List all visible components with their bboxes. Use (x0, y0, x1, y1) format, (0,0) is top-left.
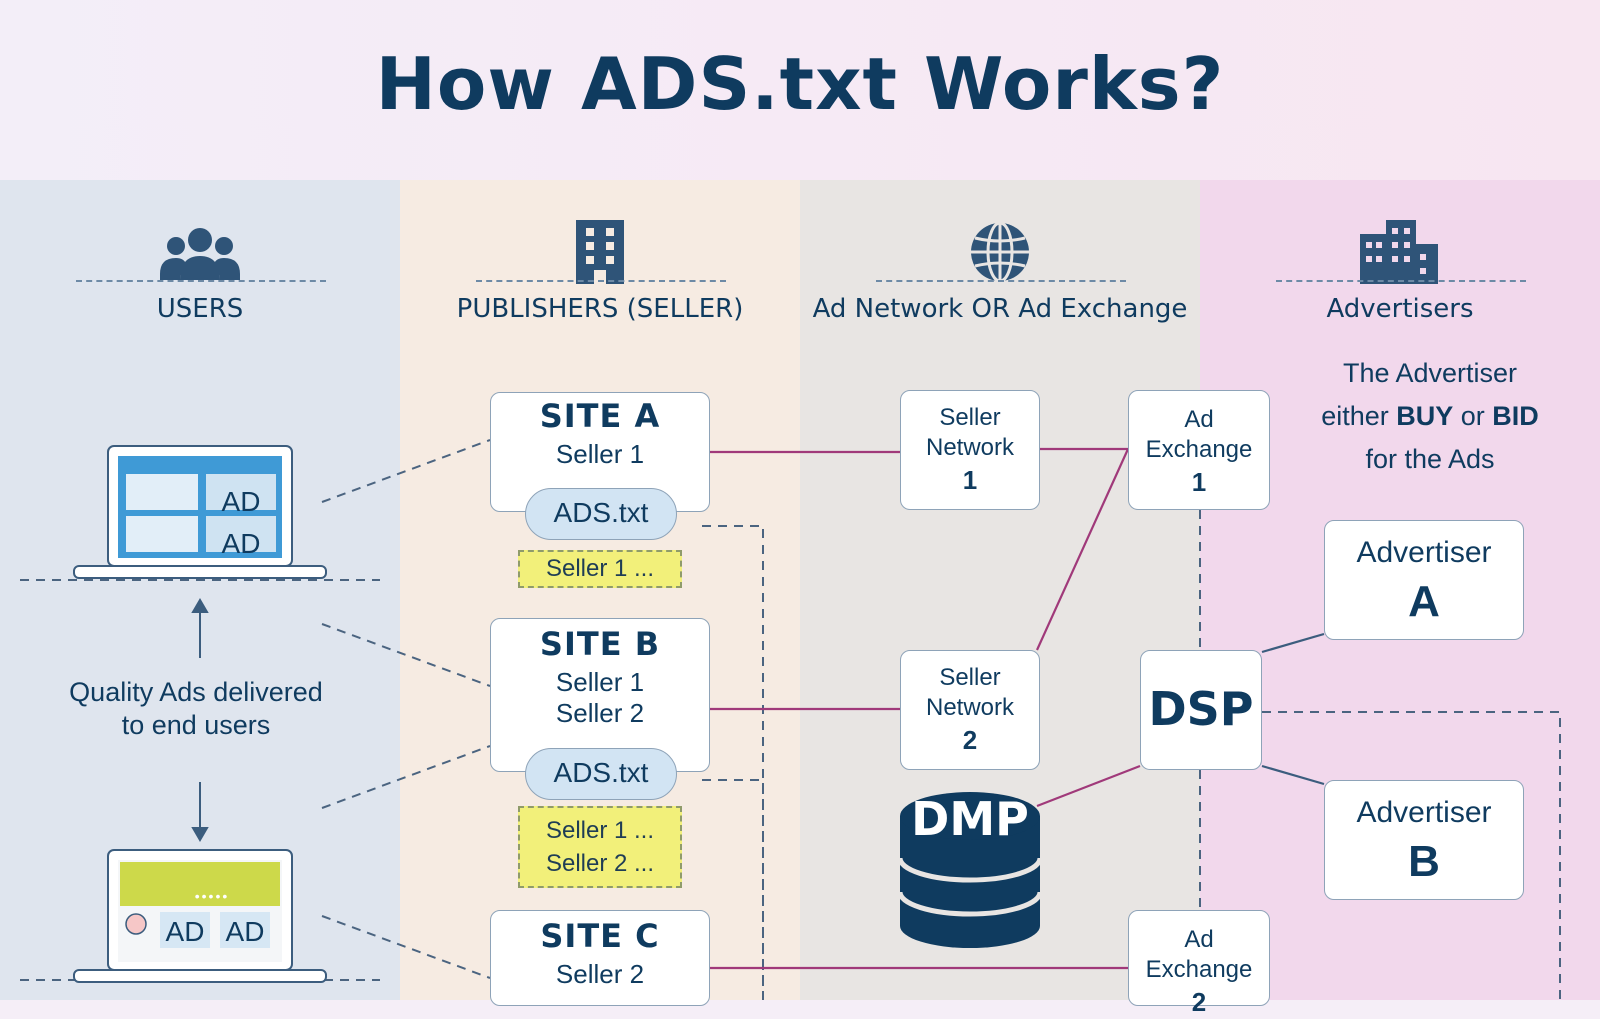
advertiser-description-line3: for the Ads (1365, 444, 1495, 474)
site-b-ads-txt: ADS.txt (525, 748, 677, 800)
quality-ads-text: Quality Ads delivered to end users (0, 676, 392, 742)
advertiser-a-name: Advertiser (1356, 536, 1492, 569)
network-column-label: Ad Network OR Ad Exchange (812, 294, 1188, 324)
ad-exchange-2-line1: Ad (1184, 926, 1214, 953)
network-header-rule (876, 280, 1126, 282)
site-c-title: SITE C (540, 917, 660, 955)
ad-exchange-2-num: 2 (1191, 987, 1207, 1017)
ad-exchange-1-box: Ad Exchange 1 (1128, 390, 1270, 510)
advertiser-description-line1: The Advertiser (1342, 358, 1518, 388)
site-b-note-line-1: Seller 1 ... (545, 817, 655, 844)
ad-exchange-1-num: 1 (1191, 467, 1207, 497)
ad-exchange-1-line1: Ad (1184, 406, 1214, 433)
seller-network-2-num: 2 (962, 725, 978, 755)
site-a-title: SITE A (539, 397, 661, 435)
line-dsp-to-advertiser-b (1261, 764, 1325, 786)
dsp-label: DSP (1148, 682, 1254, 736)
seller-network-1-box: Seller Network 1 (900, 390, 1040, 510)
advertiser-b-letter: B (1408, 837, 1440, 886)
site-a-seller-1: Seller 1 (555, 439, 645, 469)
dash-laptop-top-to-site-b (321, 623, 491, 687)
dash-site-a-adstxt (702, 525, 764, 1000)
laptop-bottom-ad-2: AD (225, 916, 265, 947)
seller-network-1-num: 1 (962, 465, 978, 495)
users-icon (160, 228, 240, 280)
site-b-ads-note: Seller 1 ... Seller 2 ... (518, 806, 682, 888)
publishers-column-label: PUBLISHERS (SELLER) (456, 294, 744, 324)
seller-network-1-line2: Network (925, 434, 1015, 461)
advertiser-description-buy: BUY (1396, 401, 1454, 431)
advertiser-a-box: Advertiser A (1324, 520, 1524, 640)
users-column-label: USERS (156, 294, 244, 324)
dash-laptop-bottom-to-site-c (321, 915, 491, 979)
advertiser-description-line2: either BUY or BID (1280, 395, 1580, 438)
laptop-top (73, 445, 327, 579)
quality-ads-line1: Quality Ads delivered (69, 677, 323, 707)
advertiser-a-letter: A (1408, 577, 1440, 626)
line-dsp-to-advertiser-a (1261, 632, 1325, 654)
advertisers-column-label: Advertisers (1326, 294, 1474, 324)
dmp-label: DMP (911, 792, 1029, 846)
building-icon (576, 220, 624, 284)
line-dmp-to-dsp (1036, 764, 1141, 808)
seller-network-2-box: Seller Network 2 (900, 650, 1040, 770)
laptop-top-ad-1: AD (221, 486, 261, 517)
site-c-box: SITE C Seller 2 (490, 910, 710, 1006)
dash-dsp-right (1262, 711, 1561, 1000)
seller-network-2-line2: Network (925, 694, 1015, 721)
laptop-bottom-ad-1: AD (165, 916, 205, 947)
laptop-bottom (73, 849, 327, 983)
users-header-rule (76, 280, 326, 282)
arrow-down-head (191, 827, 209, 842)
globe-icon (971, 221, 1029, 283)
dash-site-b-adstxt (702, 779, 764, 1000)
laptop-bottom-dots: ••••• (194, 888, 230, 904)
advertiser-b-box: Advertiser B (1324, 780, 1524, 900)
quality-ads-line2: to end users (121, 710, 271, 740)
dash-laptop-top-to-site-a (321, 439, 491, 503)
site-b-seller-1: Seller 1 (555, 667, 645, 697)
office-buildings-icon (1360, 220, 1438, 284)
advertiser-description-either: either (1321, 401, 1397, 431)
advertiser-description-or: or (1453, 401, 1493, 431)
ad-exchange-2-line2: Exchange (1145, 956, 1253, 983)
seller-network-2-line1: Seller (939, 664, 1001, 691)
line-network2-to-exchange1 (1035, 448, 1130, 651)
advertiser-b-name: Advertiser (1356, 796, 1492, 829)
site-b-title: SITE B (539, 625, 661, 663)
header-band (0, 0, 1600, 180)
publishers-header-rule (476, 280, 726, 282)
seller-network-1-line1: Seller (939, 404, 1001, 431)
site-a-ads-txt: ADS.txt (525, 488, 677, 540)
site-a-ads-note: Seller 1 ... (518, 550, 682, 588)
site-b-seller-2: Seller 2 (555, 698, 645, 728)
laptop-top-ad-2: AD (221, 528, 261, 559)
site-c-seller-1: Seller 2 (555, 959, 645, 989)
ad-exchange-1-line2: Exchange (1145, 436, 1253, 463)
advertisers-header-rule (1276, 280, 1526, 282)
ad-exchange-2-box: Ad Exchange 2 (1128, 910, 1270, 1017)
arrow-up-head (191, 598, 209, 613)
dmp-database-icon (897, 792, 1043, 948)
site-a-note-line-1: Seller 1 ... (545, 555, 655, 582)
dash-laptop-bottom-to-site-b (321, 745, 491, 809)
advertiser-description: The Advertiser either BUY or BID for the… (1280, 352, 1580, 481)
site-b-box: SITE B Seller 1 Seller 2 (490, 618, 710, 772)
page-title: How ADS.txt Works? (375, 42, 1225, 126)
advertiser-description-bid: BID (1492, 401, 1539, 431)
site-b-note-line-2: Seller 2 ... (545, 850, 655, 877)
dsp-box: DSP (1140, 650, 1262, 770)
